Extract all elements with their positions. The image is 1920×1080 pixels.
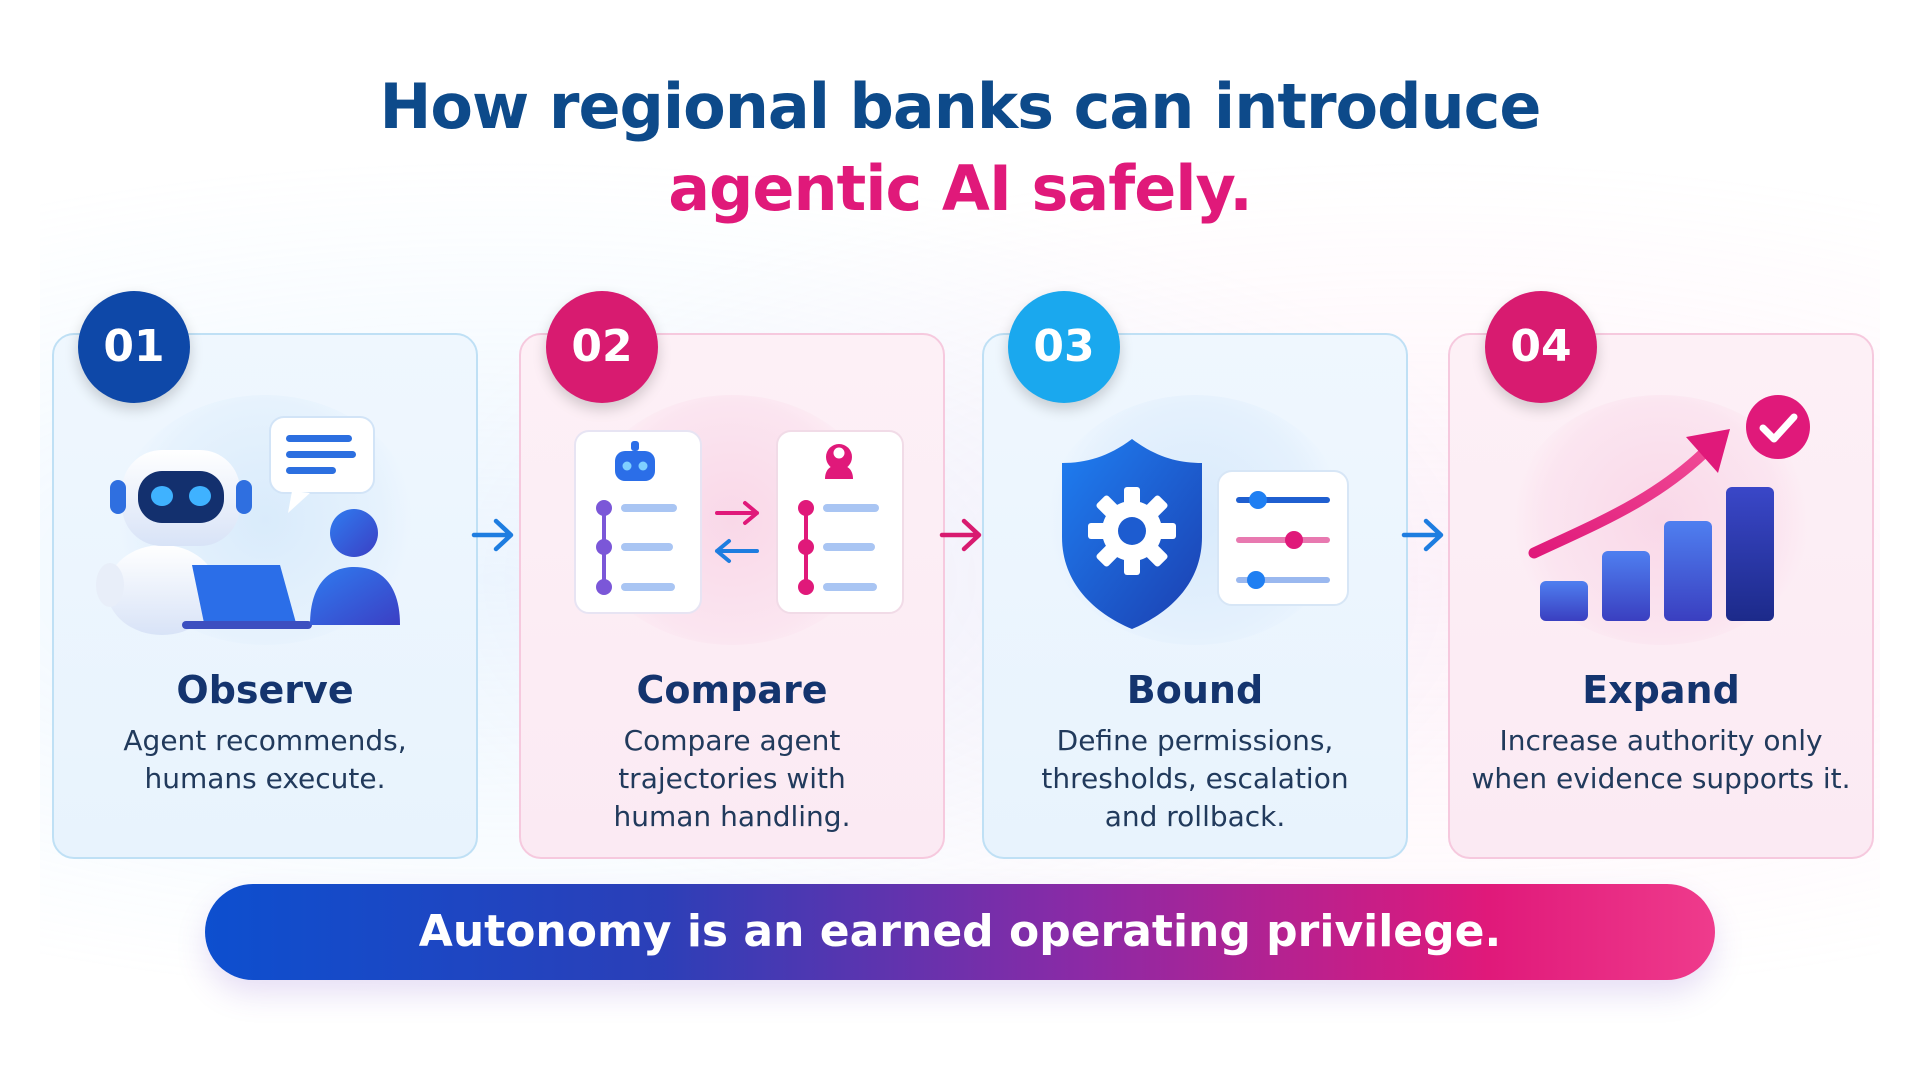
description-line: thresholds, escalation	[1041, 762, 1349, 795]
step-number-badge: 01	[78, 291, 190, 403]
description-line: Compare agent	[623, 724, 841, 757]
step-title: Expand	[1582, 668, 1740, 712]
growth-chart-check-icon	[1448, 395, 1874, 655]
step-number-badge: 03	[1008, 291, 1120, 403]
description-line: Define permissions,	[1056, 724, 1334, 757]
step-description: Agent recommends, humans execute.	[52, 722, 478, 798]
step-number-badge: 02	[546, 291, 658, 403]
step-description: Increase authority only when evidence su…	[1448, 722, 1874, 798]
description-line: Agent recommends,	[123, 724, 407, 757]
description-line: Increase authority only	[1499, 724, 1823, 757]
closing-banner: Autonomy is an earned operating privileg…	[205, 884, 1715, 980]
description-line: and rollback.	[1104, 800, 1286, 833]
step-title: Bound	[1126, 668, 1264, 712]
shield-gear-sliders-icon	[982, 395, 1408, 655]
step-description: Define permissions, thresholds, escalati…	[982, 722, 1408, 836]
step-number-badge: 04	[1485, 291, 1597, 403]
description-line: humans execute.	[144, 762, 386, 795]
arrow-right-icon	[471, 518, 514, 552]
description-line: when evidence supports it.	[1471, 762, 1851, 795]
title-line-1: How regional banks can introduce	[379, 70, 1542, 143]
description-line: human handling.	[613, 800, 851, 833]
compare-lists-icon	[519, 395, 945, 655]
step-title: Compare	[636, 668, 828, 712]
step-description: Compare agent trajectories with human ha…	[519, 722, 945, 836]
arrow-right-icon	[1401, 518, 1444, 552]
arrow-right-icon	[939, 518, 982, 552]
page-title: How regional banks can introduce agentic…	[0, 66, 1920, 230]
description-line: trajectories with	[618, 762, 846, 795]
step-title: Observe	[176, 668, 354, 712]
title-line-2: agentic AI safely.	[668, 152, 1253, 225]
robot-and-human-icon	[52, 395, 478, 655]
